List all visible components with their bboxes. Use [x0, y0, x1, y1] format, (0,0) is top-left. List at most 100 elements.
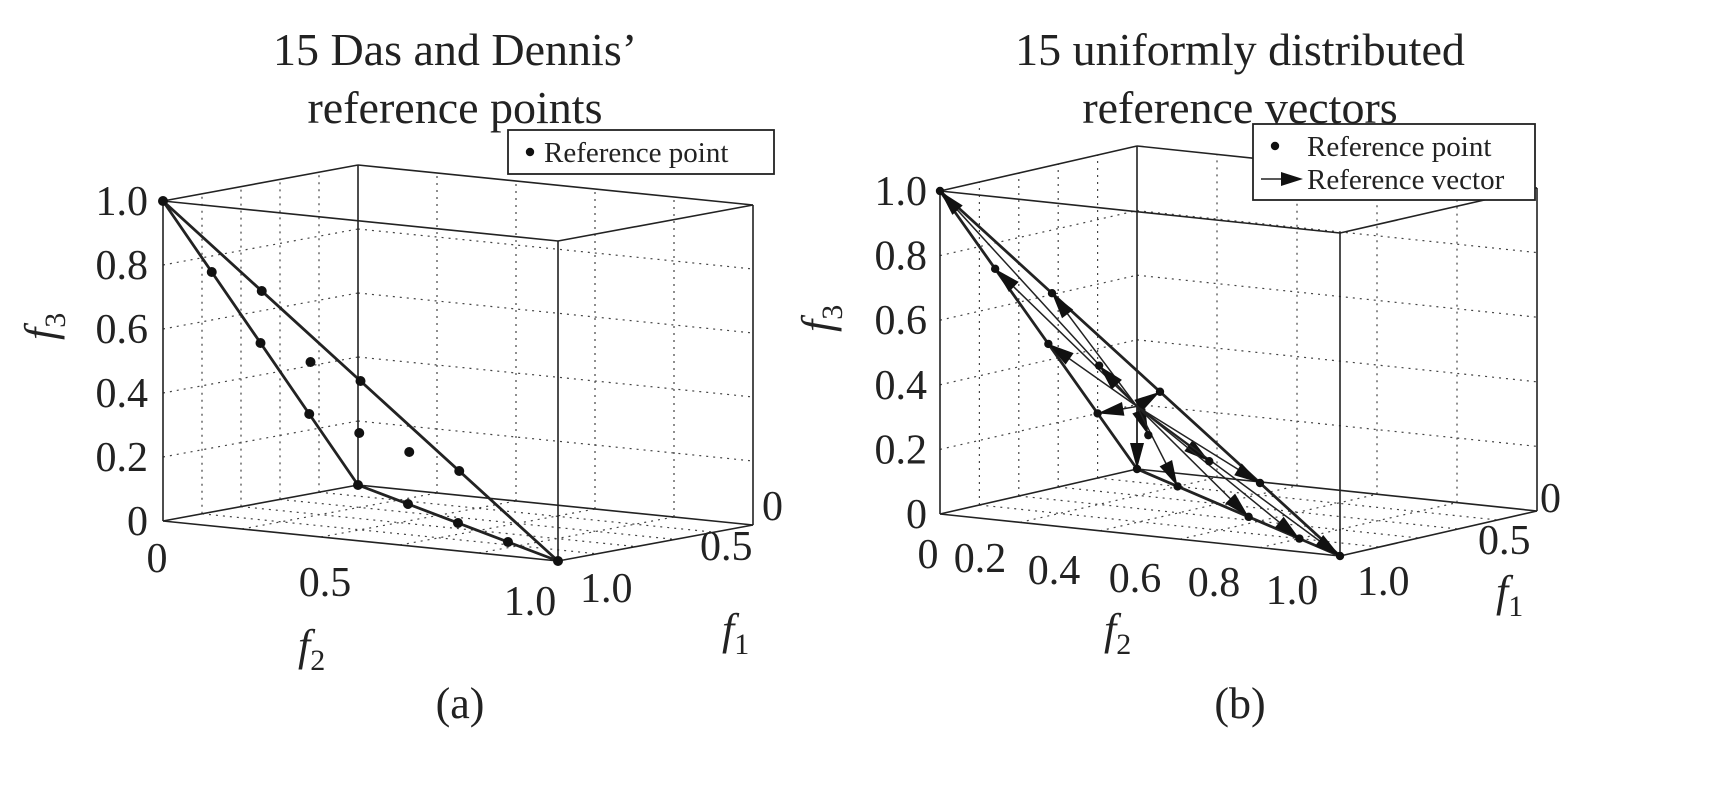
- f1-axis-label-subscript: 1: [734, 628, 749, 661]
- f3-tick-label: 0.8: [875, 234, 928, 280]
- grid-line: [162, 228, 359, 266]
- grid-line: [1019, 476, 1218, 523]
- f1-tick-label: 0: [762, 484, 783, 530]
- box-edge: [357, 164, 754, 206]
- grid-line: [357, 420, 754, 462]
- grid-line: [1099, 485, 1298, 532]
- panel-caption: (b): [1214, 679, 1265, 728]
- f3-tick-label: 0.4: [96, 371, 149, 417]
- reference-vector: [994, 268, 1138, 407]
- f1-tick-label: 1.0: [1357, 559, 1410, 605]
- vector-arrowhead: [1048, 343, 1074, 365]
- vector-arrowhead: [1097, 401, 1125, 416]
- grid-line: [162, 292, 359, 330]
- reference-point: [206, 267, 217, 277]
- reference-point: [1093, 409, 1102, 418]
- grid-line: [1058, 486, 1459, 530]
- reference-point: [553, 556, 563, 566]
- reference-point: [304, 409, 315, 419]
- reference-points: [935, 186, 1345, 561]
- f2-tick-label: 0.2: [954, 536, 1007, 582]
- f3-axis-label: f3: [793, 305, 849, 332]
- f1-tick-label: 0.5: [700, 524, 753, 570]
- grid-line: [1259, 502, 1458, 549]
- vector-arrowhead: [1134, 391, 1160, 412]
- grid-line: [1179, 493, 1378, 540]
- f2-tick-label: 0: [147, 536, 168, 582]
- legend-entry: Reference vector: [1307, 164, 1505, 196]
- grid-line: [1018, 495, 1419, 539]
- f3-tick-label: 1.0: [96, 179, 149, 225]
- reference-vector: [1136, 405, 1250, 518]
- vector-arrowhead: [995, 268, 1019, 292]
- reference-point: [255, 338, 266, 348]
- legend: Reference point: [507, 129, 775, 175]
- f2-tick-label: 0.6: [1109, 556, 1162, 602]
- box-edge: [557, 204, 754, 242]
- grid-line: [320, 500, 517, 538]
- box-edge: [1136, 468, 1538, 512]
- grid-lines: [162, 172, 754, 555]
- f2-tick-label: 0.5: [299, 560, 352, 606]
- box-edge: [162, 200, 559, 242]
- grid-line: [939, 210, 1138, 257]
- reference-point: [503, 537, 513, 547]
- legend-point-marker: [1270, 141, 1280, 151]
- grid-line: [201, 513, 598, 555]
- f1-axis-label-subscript: 1: [1508, 590, 1523, 623]
- reference-point: [1255, 478, 1265, 488]
- box-edge: [357, 484, 754, 526]
- f1-axis-label: f1: [722, 605, 749, 661]
- grid-line: [279, 498, 676, 540]
- box-edge: [939, 468, 1138, 515]
- reference-point: [355, 376, 366, 386]
- reference-point: [453, 518, 463, 528]
- chart-title: 15 uniformly distributed: [1015, 24, 1465, 75]
- f2-axis-label-subscript: 2: [1116, 628, 1131, 661]
- vector-arrowhead: [940, 191, 963, 215]
- f2-tick-label: 0.4: [1028, 548, 1081, 594]
- vector-arrowhead: [1052, 293, 1074, 319]
- box-edge: [557, 524, 754, 562]
- reference-point: [158, 196, 168, 206]
- reference-point: [990, 264, 1000, 274]
- grid-line: [1136, 274, 1538, 318]
- vector-arrowhead: [1159, 460, 1178, 487]
- grid-line: [478, 516, 675, 554]
- f3-axis-label-subscript: 3: [816, 305, 849, 320]
- reference-point: [305, 357, 316, 367]
- box-edge: [162, 520, 559, 562]
- grid-line: [162, 356, 359, 394]
- reference-point: [1335, 551, 1345, 561]
- reference-point: [1132, 464, 1142, 474]
- f3-axis-label: f3: [16, 313, 72, 340]
- reference-point: [1155, 387, 1165, 396]
- f3-tick-label: 0.8: [96, 243, 149, 289]
- legend-box: [1252, 123, 1536, 201]
- chart-title: 15 Das and Dennis’: [273, 24, 637, 75]
- grid-line: [1136, 210, 1538, 254]
- f1-tick-label: 1.0: [580, 566, 633, 612]
- grid-line: [357, 228, 754, 270]
- box-edge: [939, 145, 1138, 192]
- f3-tick-label: 1.0: [875, 169, 928, 215]
- grid-line: [939, 274, 1138, 321]
- vector-arrowhead: [1225, 493, 1249, 517]
- vector-arrowhead: [1132, 408, 1149, 436]
- axes-box: [162, 164, 754, 562]
- reference-point: [256, 286, 267, 296]
- reference-point: [353, 480, 363, 490]
- vector-arrowhead: [1234, 463, 1260, 483]
- simplex-triangle: [938, 189, 1341, 558]
- reference-point: [1295, 534, 1304, 543]
- f1-tick-label: 0: [1540, 476, 1561, 522]
- box-edge: [1339, 510, 1538, 557]
- vector-arrowhead: [1314, 534, 1340, 556]
- panel-a: 15 Das and Dennis’reference points00.20.…: [16, 24, 783, 728]
- grid-line: [318, 491, 715, 533]
- reference-point: [1144, 430, 1153, 440]
- f2-tick-label: 1.0: [504, 579, 557, 625]
